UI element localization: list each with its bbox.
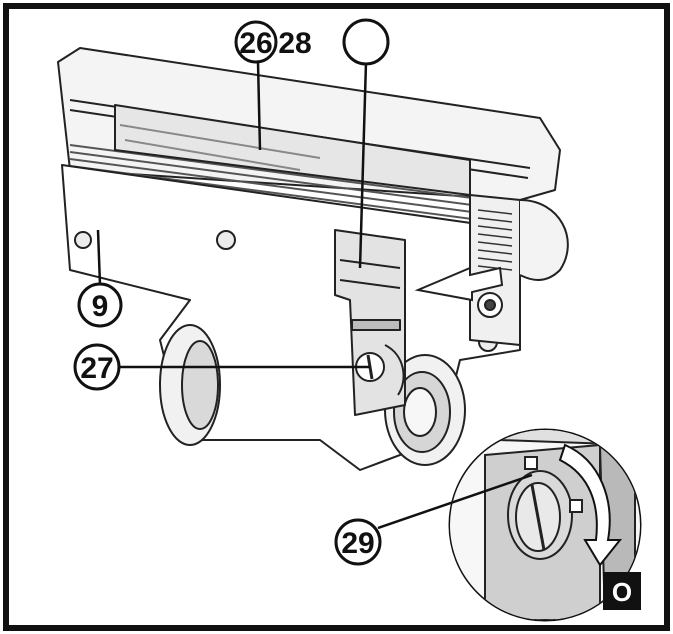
callout-26: 26 [234,20,278,64]
inset-label: O [612,577,632,607]
callout-29: 29 [334,518,382,566]
inset-label-box: O [603,572,641,610]
callout-28: 28 [278,27,311,60]
svg-text:9: 9 [92,290,109,323]
direction-arrow [414,266,504,302]
inset-rotation-arrow [558,443,623,567]
leader-lines [96,61,533,530]
callout-blank [342,18,390,66]
svg-text:29: 29 [341,527,374,560]
device-body [57,47,569,471]
detail-inset [448,428,642,622]
svg-text:26: 26 [239,27,272,60]
svg-text:28: 28 [278,27,311,60]
callout-27: 27 [73,343,121,391]
callout-9: 9 [77,282,123,328]
svg-text:27: 27 [80,352,113,385]
